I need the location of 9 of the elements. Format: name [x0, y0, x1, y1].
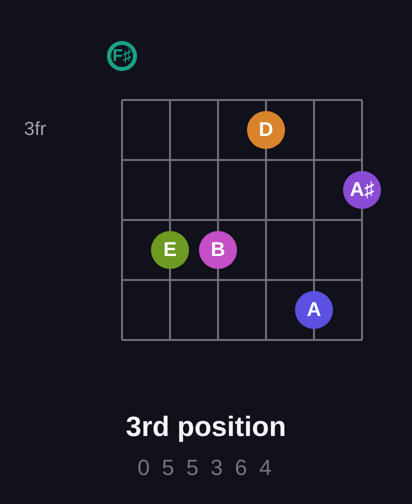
note-marker: B: [199, 231, 237, 269]
note-marker: E: [151, 231, 189, 269]
open-string-marker: F♯: [107, 41, 137, 71]
fret-sequence: 0 5 5 3 6 4: [138, 455, 274, 480]
note-marker: D: [247, 111, 285, 149]
note-marker: A♯: [343, 171, 381, 209]
note-marker: A: [295, 291, 333, 329]
fret-number: 3fr: [24, 119, 46, 140]
chord-title: 3rd position: [126, 411, 286, 442]
